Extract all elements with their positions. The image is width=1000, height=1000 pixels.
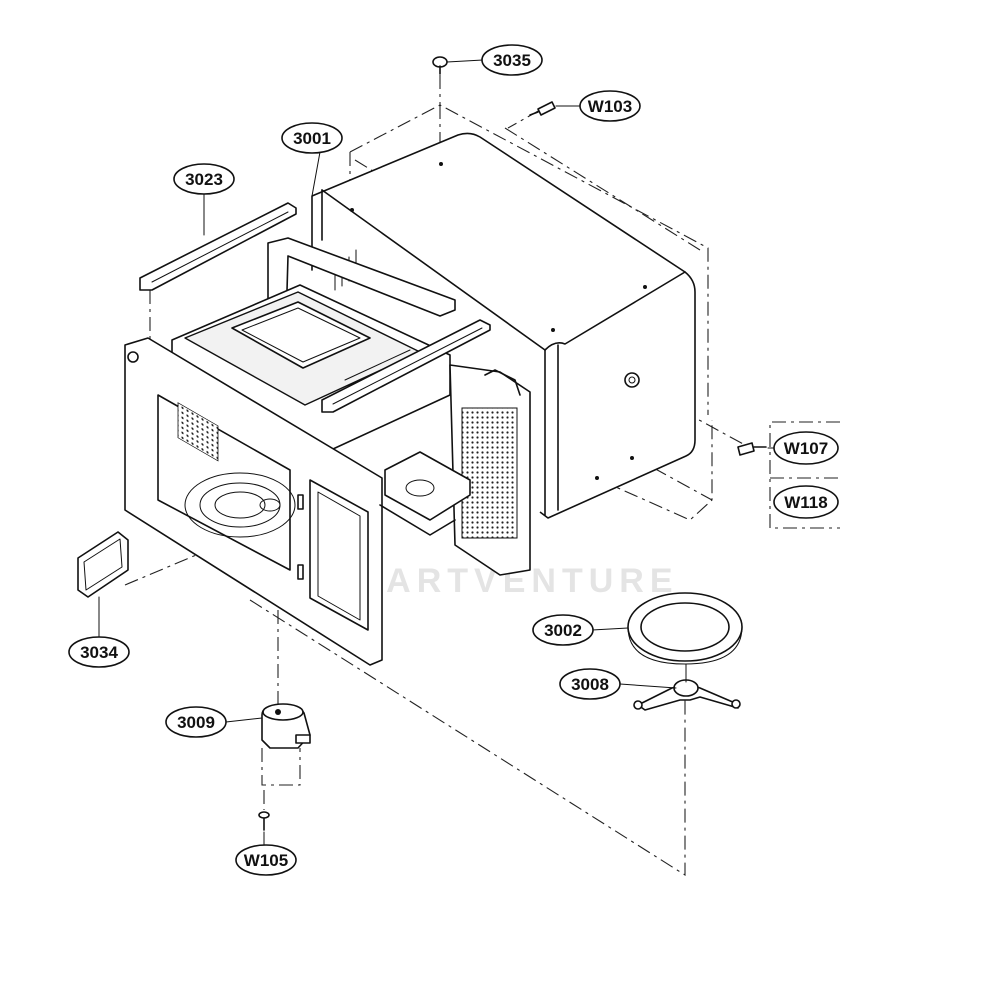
part-label-w105: W105 [235,844,297,876]
part-number-3001: 3001 [293,129,331,148]
outer-cabinet [311,132,696,519]
part-label-3002: 3002 [532,614,594,646]
leader-lines [98,59,776,847]
turntable-glass-tray [627,592,743,665]
turntable-motor [261,703,311,749]
part-label-3009: 3009 [165,706,227,738]
cover-3034 [77,531,129,598]
part-label-3035: 3035 [481,44,543,76]
part-label-w118: W118 [773,485,839,519]
part-label-w103: W103 [579,90,641,122]
rail-3023 [139,202,491,413]
part-number-3035: 3035 [493,51,531,70]
oven-cavity-chassis [124,237,531,666]
part-number-3023: 3023 [185,170,223,189]
part-number-3034: 3034 [80,643,118,662]
part-label-3008: 3008 [559,668,621,700]
part-number-w107: W107 [784,439,828,458]
roller-ring [633,663,741,711]
part-number-3008: 3008 [571,675,609,694]
part-label-3001: 3001 [281,122,343,154]
part-number-w103: W103 [588,97,632,116]
part-number-w118: W118 [784,493,827,512]
part-number-3002: 3002 [544,621,582,640]
screw-w105-icon [258,811,270,831]
part-label-3023: 3023 [173,163,235,195]
part-label-w107: W107 [773,431,839,465]
part-label-3034: 3034 [68,636,130,668]
knob-3035-icon [432,56,448,75]
part-number-w105: W105 [244,851,288,870]
screw-w107-icon [737,442,767,456]
screw-w103-icon [529,101,556,116]
part-number-3009: 3009 [177,713,215,732]
